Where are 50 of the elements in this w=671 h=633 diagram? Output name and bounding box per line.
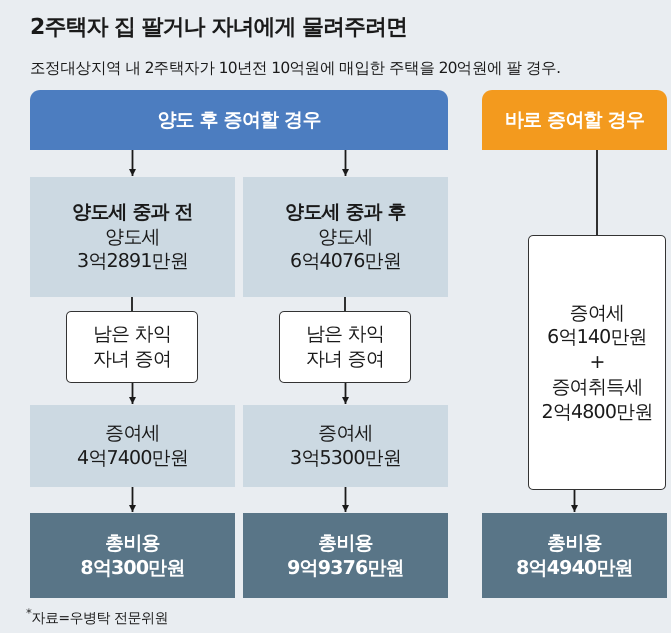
box-text: 6억140만원 [547, 325, 647, 350]
arrow [342, 487, 350, 512]
box-text: 8억300만원 [80, 556, 185, 580]
box-text: 총비용 [547, 530, 602, 556]
box-text: 증여취득세 [551, 374, 642, 400]
box-text: 총비용 [105, 530, 160, 556]
box-text: 증여세 [570, 300, 624, 326]
box-text: 남은 차익 자녀 증여 [304, 322, 386, 372]
tax-box [30, 177, 235, 297]
connector-line [131, 297, 133, 311]
box-text: 양도세 [105, 224, 160, 250]
box-text: 증여세 [318, 421, 373, 446]
box-text: 3억2891만원 [76, 249, 188, 274]
step-box [66, 311, 198, 383]
arrow [128, 487, 136, 512]
box-text: 3억5300만원 [290, 446, 402, 471]
box-text: 양도세 [318, 224, 373, 250]
box-text: 증여세 [105, 421, 160, 446]
source-note: $^{*}$자료=우병탁 전문위원 [26, 606, 168, 628]
box-text: 9억9376만원 [287, 556, 404, 580]
connector-line [596, 150, 598, 235]
tax-box [30, 405, 235, 487]
tax-box [243, 405, 448, 487]
total-box [482, 513, 667, 598]
box-text: 양도 후 증여할 경우 [157, 108, 321, 132]
header-banner [482, 90, 667, 150]
tax-box [528, 235, 666, 490]
tax-box [243, 177, 448, 297]
box-text: 8억4940만원 [516, 556, 633, 580]
header-banner [30, 90, 448, 150]
connector-line [344, 297, 346, 311]
total-box [243, 513, 448, 598]
box-heading: 양도세 중과 후 [285, 200, 406, 225]
box-text: + [589, 350, 605, 375]
arrow [570, 490, 578, 512]
arrow [342, 383, 350, 404]
box-text: 남은 차익 자녀 증여 [92, 322, 172, 372]
box-text: 총비용 [318, 530, 373, 556]
step-box [279, 311, 411, 383]
subtitle: 조정대상지역 내 2주택자가 10년전 10억원에 매입한 주택을 20억원에 팔 경우. [30, 58, 560, 79]
total-box [30, 513, 235, 598]
box-text: 4억7400만원 [76, 446, 188, 471]
box-text: 6억4076만원 [290, 249, 402, 274]
box-text: 바로 증여할 경우 [504, 108, 644, 132]
arrow [342, 150, 350, 176]
arrow [128, 383, 136, 404]
title: 2주택자 집 팔거나 자녀에게 물려주려면 [30, 14, 407, 42]
box-text: 2억4800만원 [541, 400, 653, 424]
arrow [128, 150, 136, 176]
box-heading: 양도세 중과 전 [72, 200, 193, 225]
